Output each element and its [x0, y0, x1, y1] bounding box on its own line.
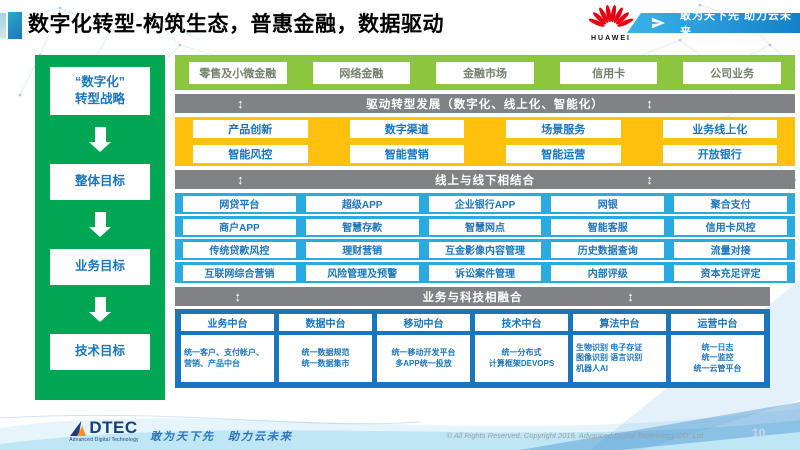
application: 理财营销 [305, 241, 419, 258]
online-offline-label: 线上与线下相结合 [435, 174, 535, 187]
platform-title: 运营中台 [671, 314, 764, 331]
application: 商户APP [183, 218, 296, 235]
platform-content: 统一数据规范 统一数据集市 [279, 335, 372, 382]
business-lines-row: 零售及小微金融 网络金融 金融市场 信用卡 公司业务 [175, 55, 795, 90]
application: 超级APP [305, 195, 419, 212]
down-arrow-icon [94, 127, 106, 142]
page-title: 数字化转型-构筑生态，普惠金融，数据驱动 [28, 13, 444, 36]
strategy-box-tech-goal: 技术目标 [50, 334, 150, 370]
platform-content: 统一日志 统一监控 统一云管平台 [671, 335, 764, 382]
application: 诉讼案件管理 [428, 264, 542, 281]
business-line: 网络金融 [312, 61, 411, 84]
down-arrow-icon [94, 212, 106, 227]
paper-plane-icon [651, 17, 666, 29]
platform-content: 统一分布式 计算框架DEVOPS [475, 335, 568, 382]
application: 互联网综合营销 [183, 264, 296, 281]
capability: 智能风控 [193, 145, 308, 163]
application-row: 传统贷款风控 理财营销 互金影像内容管理 历史数据查询 流量对接 [175, 239, 795, 260]
huawei-logo: HUAWEI [585, 3, 637, 42]
business-line: 金融市场 [436, 61, 534, 84]
application: 智慧存款 [305, 218, 419, 235]
strategy-panel: “数字化” 转型战略 整体目标 业务目标 技术目标 [35, 55, 165, 400]
application-row: 互联网综合营销 风险管理及预警 诉讼案件管理 内部评级 资本充足评定 [175, 262, 795, 283]
capability: 智能营销 [349, 145, 464, 163]
application-section: 网贷平台 超级APP 企业银行APP 网银 聚合支付 商户APP 智慧存款 智慧… [175, 193, 795, 283]
dtec-wordmark: DTEC [89, 418, 138, 437]
platform-content: 统一移动开发平台 多APP统一投放 [377, 335, 470, 382]
online-offline-bar: ↕ 线上与线下相结合 ↕ [175, 170, 795, 189]
application: 聚合支付 [674, 195, 787, 212]
huawei-flower-icon [588, 5, 634, 27]
slogan-text: 敢为天下先 助力云未来 [680, 10, 793, 38]
platform-column-tech: 技术中台 统一分布式 计算框架DEVOPS [475, 314, 568, 382]
business-line: 零售及小微金融 [189, 61, 287, 84]
platform-column-algorithm: 算法中台 生物识别 电子存证 图像识别 语言识别 机器人AI [573, 314, 666, 382]
footer-tagline: 敢为天下先 助力云未来 [150, 431, 293, 443]
strategy-box-overall-goal: 整体目标 [50, 164, 150, 200]
title-accent-bar [0, 13, 6, 38]
application: 智慧网点 [428, 218, 542, 235]
capability-row: 产品创新 数字渠道 场景服务 业务线上化 [193, 120, 777, 138]
capability: 业务线上化 [662, 120, 777, 138]
updown-arrow-icon: ↕ [237, 96, 245, 111]
platform-content: 生物识别 电子存证 图像识别 语言识别 机器人AI [573, 335, 666, 382]
huawei-wordmark: HUAWEI [591, 35, 631, 42]
application: 资本充足评定 [674, 264, 787, 281]
down-arrow-icon [94, 297, 106, 312]
application: 智能客服 [551, 218, 665, 235]
dtec-subtext: Advanced Digital Technology [69, 437, 139, 443]
updown-arrow-icon: ↕ [646, 96, 654, 111]
platform-column-business: 业务中台 统一客户、支付帐户、营销、产品中台 [181, 314, 274, 382]
platform-content: 统一客户、支付帐户、营销、产品中台 [181, 335, 274, 382]
tech-fusion-label: 业务与科技相融合 [422, 291, 523, 304]
platform-section: 业务中台 统一客户、支付帐户、营销、产品中台 数据中台 统一数据规范 统一数据集… [175, 309, 770, 388]
dtec-arrow-icon [70, 421, 87, 436]
strategy-box-digital: “数字化” 转型战略 [50, 67, 150, 115]
platform-column-mobile: 移动中台 统一移动开发平台 多APP统一投放 [377, 314, 470, 382]
application: 流量对接 [674, 241, 787, 258]
business-line: 信用卡 [559, 61, 658, 84]
application: 风险管理及预警 [305, 264, 419, 281]
dtec-logo: DTEC Advanced Digital Technology [62, 419, 146, 443]
updown-arrow-icon: ↕ [646, 172, 654, 187]
platform-title: 技术中台 [475, 314, 568, 331]
capability: 智能运营 [506, 145, 621, 163]
application: 信用卡风控 [674, 218, 787, 235]
platform-title: 业务中台 [181, 314, 274, 331]
application: 企业银行APP [428, 195, 542, 212]
application-row: 商户APP 智慧存款 智慧网点 智能客服 信用卡风控 [175, 216, 795, 237]
capability: 场景服务 [506, 120, 621, 138]
capability: 开放银行 [662, 145, 777, 163]
application-row: 网贷平台 超级APP 企业银行APP 网银 聚合支付 [175, 193, 795, 214]
slogan-banner: 敢为天下先 助力云未来 [627, 13, 800, 33]
platform-title: 数据中台 [279, 314, 372, 331]
platform-title: 移动中台 [377, 314, 470, 331]
platform-column-operation: 运营中台 统一日志 统一监控 统一云管平台 [671, 314, 764, 382]
capabilities-section: 产品创新 数字渠道 场景服务 业务线上化 智能风控 智能营销 智能运营 开放银行 [175, 117, 795, 166]
platform-column-data: 数据中台 统一数据规范 统一数据集市 [279, 314, 372, 382]
application: 历史数据查询 [551, 241, 665, 258]
application: 传统贷款风控 [183, 241, 296, 258]
platform-title: 算法中台 [573, 314, 666, 331]
updown-arrow-icon: ↕ [627, 289, 635, 304]
application: 网银 [551, 195, 665, 212]
application: 互金影像内容管理 [428, 241, 542, 258]
updown-arrow-icon: ↕ [237, 172, 245, 187]
drive-transformation-label: 驱动转型发展（数字化、线上化、智能化） [366, 98, 604, 111]
capability: 产品创新 [193, 120, 308, 138]
capability: 数字渠道 [349, 120, 464, 138]
capability-row: 智能风控 智能营销 智能运营 开放银行 [193, 145, 777, 163]
strategy-box-business-goal: 业务目标 [50, 249, 150, 285]
title-accent-square [8, 12, 22, 39]
business-line: 公司业务 [683, 61, 781, 84]
tech-fusion-bar: ↕ 业务与科技相融合 ↕ [175, 287, 770, 306]
application: 内部评级 [551, 264, 665, 281]
drive-transformation-bar: ↕ 驱动转型发展（数字化、线上化、智能化） ↕ [175, 94, 795, 113]
copyright-text: © All Rights Reserved. Copyright 2019. A… [446, 431, 704, 440]
page-number: 10 [752, 426, 766, 440]
updown-arrow-icon: ↕ [234, 289, 242, 304]
application: 网贷平台 [183, 195, 296, 212]
